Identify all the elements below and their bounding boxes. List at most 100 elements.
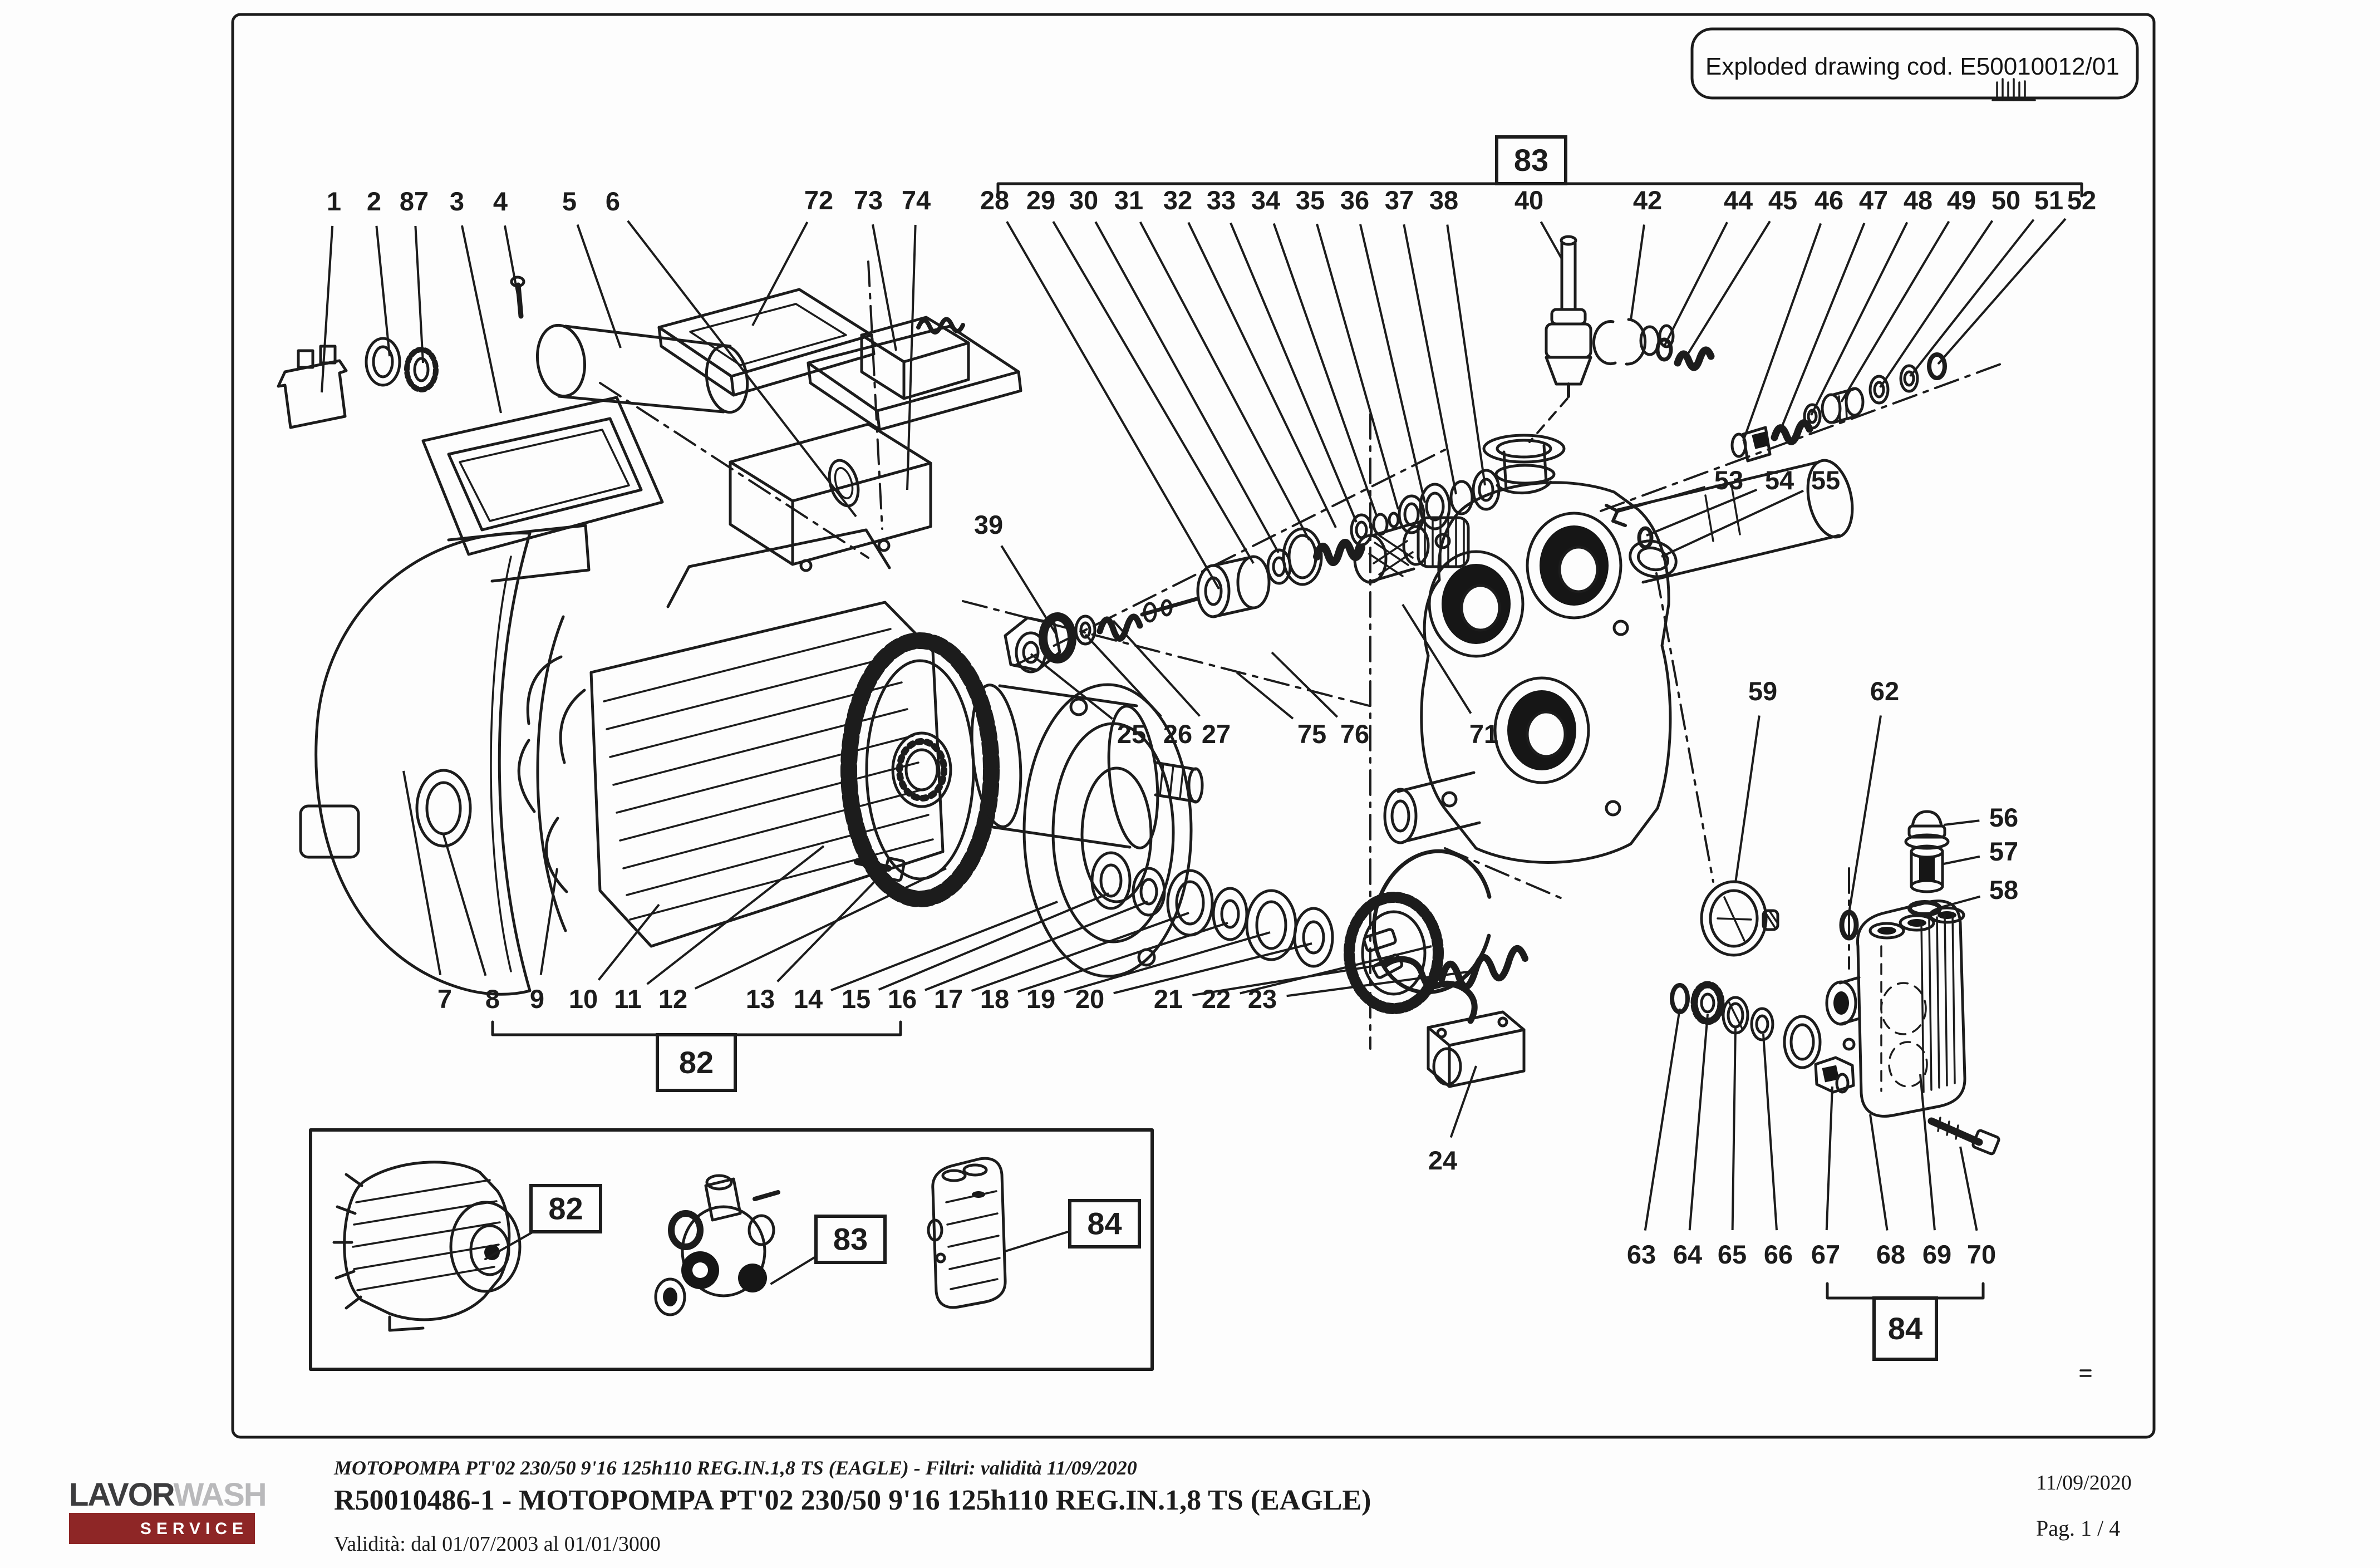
leader-line-21	[1192, 962, 1393, 996]
leader-line-31	[1139, 221, 1310, 540]
part-label-76: 76	[1340, 719, 1369, 749]
knurled-nut-part	[1417, 516, 1470, 568]
part-label-3: 3	[450, 186, 464, 216]
group-box-84-5	[1068, 1199, 1141, 1248]
group-box-label-82-3: 82	[548, 1191, 583, 1226]
part-label-46: 46	[1814, 185, 1843, 215]
bolt-part	[854, 858, 892, 872]
leader-line-15	[878, 892, 1109, 991]
part-label-32: 32	[1163, 185, 1192, 215]
inset-valve-part	[931, 1157, 1007, 1309]
part-label-65: 65	[1718, 1240, 1747, 1269]
leader-line-27	[1112, 620, 1201, 717]
group-box-label-84-2: 84	[1888, 1311, 1922, 1346]
pump-head-drawing	[1353, 235, 2005, 1050]
leader-line-38	[1446, 224, 1486, 486]
footer-code-line: R50010486-1 - MOTOPOMPA PT'02 230/50 9'1…	[334, 1485, 1371, 1516]
leader-line-10	[597, 903, 660, 981]
leader-line-2	[375, 225, 391, 357]
switch-plate-part	[807, 325, 1020, 412]
leader-line-28	[1006, 221, 1220, 590]
part-label-34: 34	[1251, 185, 1280, 215]
part-label-22: 22	[1202, 984, 1231, 1014]
part-label-64: 64	[1673, 1240, 1702, 1269]
gasket-plate-part	[421, 396, 664, 556]
unloader-chain-drawing	[1004, 448, 1501, 674]
leader-line-56	[1943, 819, 1980, 826]
leader-line-37	[1403, 224, 1457, 495]
part-label-75: 75	[1297, 719, 1326, 749]
part-label-67: 67	[1811, 1240, 1840, 1269]
leader-line-87	[414, 225, 424, 363]
part-label-26: 26	[1163, 719, 1192, 749]
leader-line-29	[1052, 220, 1255, 564]
logo-service-banner: SERVICE	[69, 1513, 255, 1544]
part-label-58: 58	[1989, 875, 2018, 905]
part-label-15: 15	[842, 984, 871, 1014]
leader-line-55	[1661, 489, 1804, 558]
part-label-44: 44	[1724, 185, 1753, 215]
leader-line-42	[1630, 224, 1645, 321]
part-label-69: 69	[1922, 1240, 1951, 1269]
part-label-24: 24	[1428, 1146, 1457, 1175]
part-label-30: 30	[1069, 185, 1098, 215]
inset-motor-part	[343, 1161, 511, 1321]
part-label-8: 8	[485, 984, 500, 1014]
leader-line-13	[776, 876, 881, 982]
leader-line-74	[906, 224, 917, 490]
leader-line-19	[1064, 931, 1271, 994]
leader-line-72	[751, 221, 809, 326]
leader-line-39	[1000, 545, 1058, 636]
part-label-4: 4	[493, 186, 508, 216]
leader-line-17	[971, 912, 1189, 992]
motor-cowl-part	[314, 532, 532, 996]
leader-line-45	[1685, 220, 1771, 357]
part-label-38: 38	[1429, 185, 1458, 215]
capacitor-drawing	[1363, 928, 1526, 1088]
thermal-valve-part	[1560, 241, 1577, 311]
circlip-part	[1371, 849, 1494, 995]
leader-line-71	[1402, 603, 1472, 714]
part-label-54: 54	[1765, 465, 1794, 495]
leader-line-52	[1937, 218, 2067, 365]
part-label-11: 11	[614, 984, 642, 1014]
part-label-25: 25	[1117, 719, 1146, 749]
footer-page-indicator: Pag. 1 / 4	[2036, 1516, 2121, 1541]
part-label-39: 39	[974, 510, 1003, 539]
leader-line-68	[1869, 1114, 1889, 1231]
part-label-14: 14	[794, 984, 823, 1014]
leader-line-6	[627, 220, 857, 518]
leader-line-33	[1230, 222, 1358, 523]
leader-line-34	[1272, 223, 1378, 516]
part-label-28: 28	[980, 185, 1009, 215]
part-label-63: 63	[1627, 1240, 1656, 1269]
part-label-33: 33	[1207, 185, 1236, 215]
leader-line-35	[1316, 223, 1399, 510]
leader-line-47	[1780, 223, 1866, 429]
group-box-82-1	[656, 1033, 737, 1092]
leader-line-58	[1940, 895, 1981, 908]
rotor-part	[970, 684, 1022, 828]
part-label-17: 17	[934, 984, 963, 1014]
part-label-42: 42	[1633, 185, 1662, 215]
valve-cap-part	[1911, 810, 1943, 828]
inset-overview-drawing	[309, 1128, 2092, 1377]
print-artifact	[1991, 78, 2036, 101]
rotor-lamination-part	[840, 632, 1000, 907]
leader-line-65	[1731, 1026, 1737, 1231]
exploded-code-box: Exploded drawing cod. E50010012/01	[1690, 27, 2139, 101]
cap-plug-part	[1700, 880, 1768, 957]
leader-line-67	[1825, 1086, 1833, 1231]
leader-line-70	[1959, 1146, 1978, 1231]
terminal-box-part	[729, 422, 932, 566]
part-label-7: 7	[437, 984, 452, 1014]
lavorwash-wordmark: LAVORWASH	[69, 1477, 267, 1513]
part-label-74: 74	[902, 185, 931, 215]
logo-word-lavor: LAVOR	[69, 1477, 175, 1513]
part-label-27: 27	[1202, 719, 1231, 749]
part-label-2: 2	[367, 186, 381, 216]
part-label-9: 9	[530, 984, 544, 1014]
print-artifact-2	[2079, 1369, 2092, 1377]
